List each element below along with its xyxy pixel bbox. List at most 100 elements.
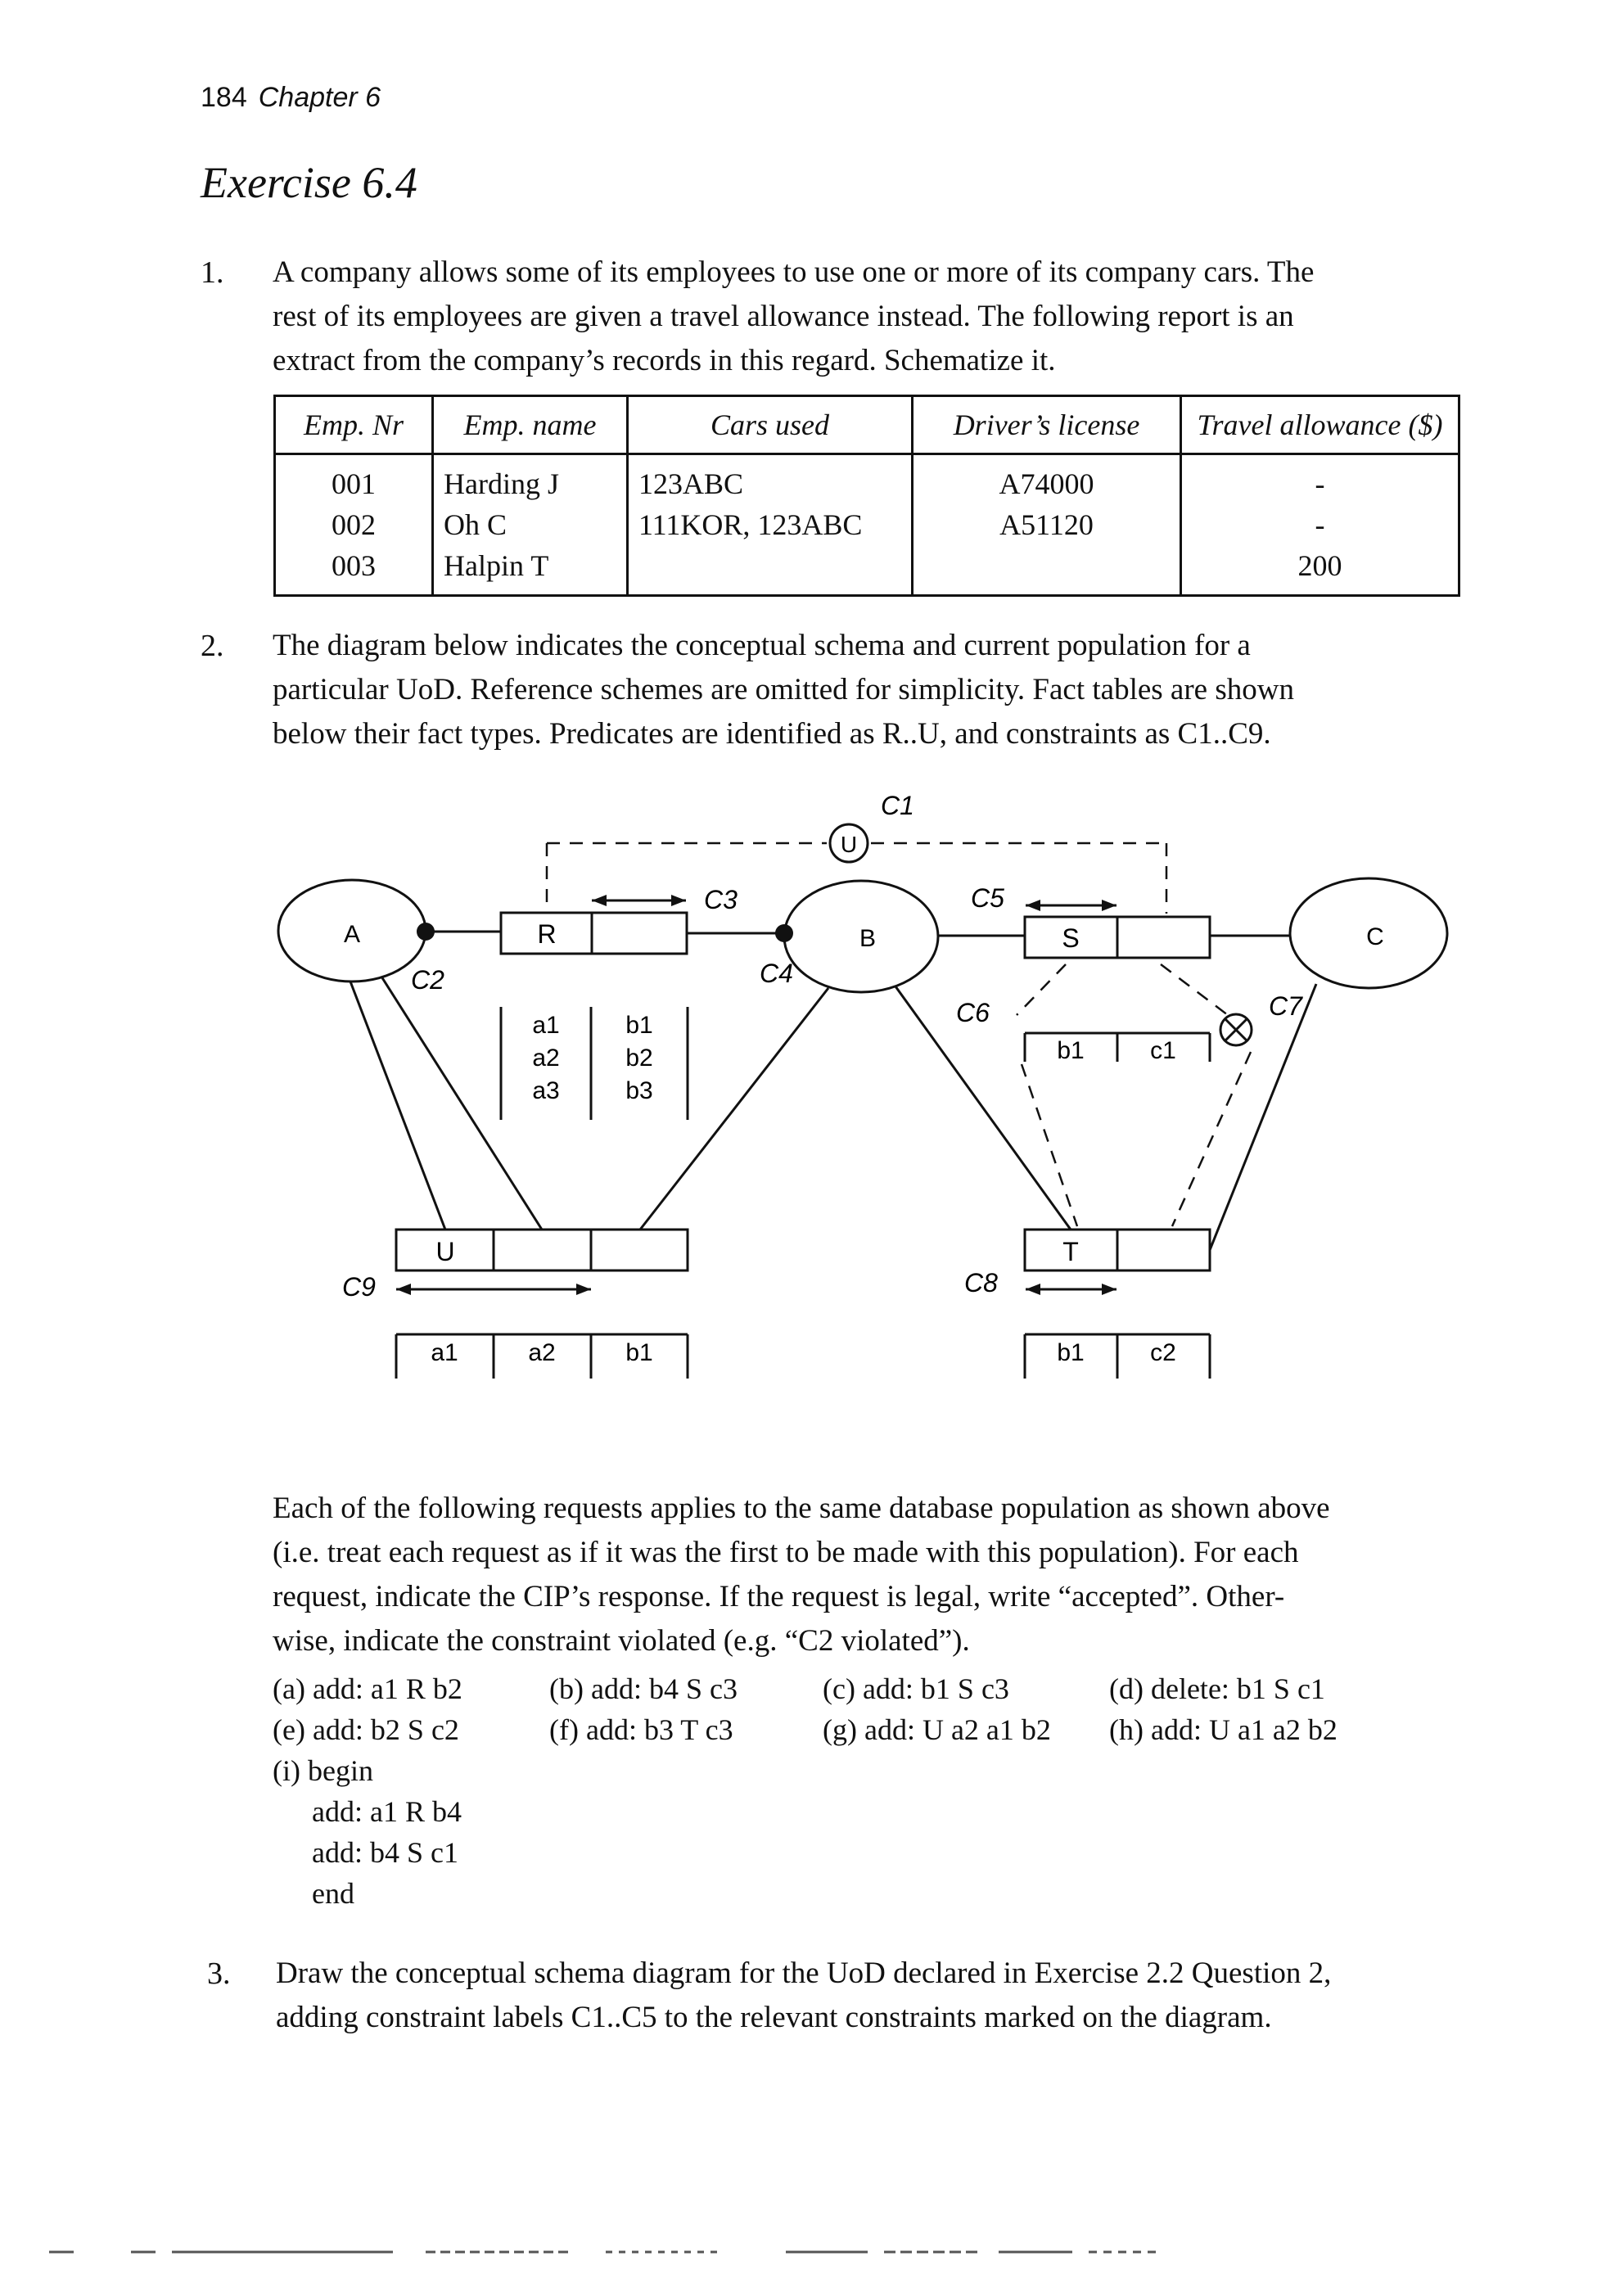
subset-symbol: U <box>841 832 857 857</box>
cell: A74000 <box>999 467 1094 500</box>
cell: 003 <box>332 549 376 582</box>
cell: 111KOR, 123ABC <box>638 508 863 541</box>
request-a: (a) add: a1 R b2 <box>273 1672 462 1705</box>
constraint-label-c4: C4 <box>760 959 793 988</box>
request-row: (e) add: b2 S c2 (f) add: b3 T c3 (g) ad… <box>273 1709 1459 1750</box>
header-emp-name: Emp. name <box>431 395 629 455</box>
entity-c-label: C <box>1366 923 1384 950</box>
fact-r-cell: b3 <box>625 1077 652 1104</box>
cell: - <box>1315 508 1325 541</box>
q2-instruction-line: (i.e. treat each request as if it was th… <box>273 1536 1299 1569</box>
predicate-s-label: S <box>1062 923 1079 953</box>
fact-t-cell: b1 <box>1057 1339 1084 1366</box>
cell: 200 <box>1297 549 1342 582</box>
constraint-label-c3: C3 <box>704 885 738 914</box>
cell: A51120 <box>999 508 1094 541</box>
header-drivers-license: Driver’s license <box>911 395 1182 455</box>
predicate-u-label: U <box>435 1237 454 1266</box>
fact-u-cell: b1 <box>625 1339 652 1366</box>
fact-s-cell: c1 <box>1150 1037 1176 1064</box>
cell: 001 <box>332 467 376 500</box>
request-g: (g) add: U a2 a1 b2 <box>823 1713 1051 1746</box>
cell: 123ABC <box>638 467 744 500</box>
request-d: (d) delete: b1 S c1 <box>1109 1672 1325 1705</box>
request-i-begin: (i) begin <box>273 1750 1459 1791</box>
q2-instruction-line: wise, indicate the constraint violated (… <box>273 1624 970 1658</box>
request-row: (a) add: a1 R b2 (b) add: b4 S c3 (c) ad… <box>273 1668 1459 1709</box>
running-head: 184 Chapter 6 <box>201 82 381 114</box>
cell: 002 <box>332 508 376 541</box>
page-number: 184 <box>201 82 247 113</box>
constraint-label-c2: C2 <box>411 965 444 995</box>
fact-r-cell: b2 <box>625 1045 652 1072</box>
predicate-r-box <box>499 911 688 955</box>
chapter-label: Chapter 6 <box>258 82 381 113</box>
col-cars-used: 123ABC 111KOR, 123ABC <box>626 454 914 596</box>
request-i-step: add: a1 R b4 <box>273 1791 1459 1832</box>
constraint-label-c8: C8 <box>964 1268 998 1297</box>
subset-constraint-c1 <box>828 823 869 864</box>
exercise-title: Exercise 6.4 <box>201 158 417 207</box>
q2-text: The diagram below indicates the conceptu… <box>273 624 1456 756</box>
request-e: (e) add: b2 S c2 <box>273 1713 459 1746</box>
mandatory-dot-c4 <box>775 924 793 942</box>
request-i-step: add: b4 S c1 <box>273 1832 1459 1873</box>
fact-r-cell: a1 <box>532 1012 559 1039</box>
constraint-label-c7: C7 <box>1269 991 1303 1021</box>
q1-number: 1. <box>201 255 224 290</box>
mandatory-dot-c2 <box>417 923 435 941</box>
entity-a-label: A <box>344 921 360 948</box>
q3-line: Draw the conceptual schema diagram for t… <box>276 1956 1332 1990</box>
q2-number: 2. <box>201 629 224 663</box>
q3-number: 3. <box>207 1956 231 1991</box>
header-travel-allowance: Travel allowance ($) <box>1180 395 1460 455</box>
q3-text: Draw the conceptual schema diagram for t… <box>276 1952 1459 2040</box>
constraint-label-c6: C6 <box>956 998 990 1027</box>
q2-instruction-line: Each of the following requests applies t… <box>273 1492 1330 1525</box>
constraint-label-c1: C1 <box>881 791 914 820</box>
fact-r-cell: a3 <box>532 1077 559 1104</box>
cell: Harding J <box>444 467 559 500</box>
cell: Halpin T <box>444 549 549 582</box>
request-i-line: end <box>312 1877 354 1910</box>
request-i-line: add: b4 S c1 <box>312 1836 458 1869</box>
q1-line: rest of its employees are given a travel… <box>273 300 1294 333</box>
q2-instructions: Each of the following requests applies t… <box>273 1487 1456 1663</box>
q2-line: The diagram below indicates the conceptu… <box>273 629 1251 662</box>
fact-r-cell: b1 <box>625 1012 652 1039</box>
predicate-t-label: T <box>1062 1237 1079 1266</box>
request-c: (c) add: b1 S c3 <box>823 1672 1009 1705</box>
q1-line: A company allows some of its employees t… <box>273 255 1315 289</box>
fact-u-cell: a1 <box>431 1339 458 1366</box>
col-travel-allowance: - - 200 <box>1180 454 1460 596</box>
cell: Oh C <box>444 508 508 541</box>
q3-line: adding constraint labels C1..C5 to the r… <box>276 2001 1272 2034</box>
entity-b-label: B <box>859 925 876 952</box>
col-drivers-license: A74000 A51120 <box>911 454 1182 596</box>
q2-instruction-line: request, indicate the CIP’s response. If… <box>273 1580 1285 1613</box>
constraint-label-c5: C5 <box>971 883 1004 913</box>
q2-line: particular UoD. Reference schemes are om… <box>273 673 1294 706</box>
header-emp-nr: Emp. Nr <box>273 395 434 455</box>
exclusion-constraint-c7 <box>1219 1013 1253 1047</box>
q1-line: extract from the company’s records in th… <box>273 344 1056 377</box>
request-i-line: (i) begin <box>273 1754 373 1787</box>
constraint-label-c9: C9 <box>342 1272 376 1302</box>
predicate-r-label: R <box>537 919 556 949</box>
fact-r-cell: a2 <box>532 1045 559 1072</box>
request-f: (f) add: b3 T c3 <box>549 1713 733 1746</box>
request-h: (h) add: U a1 a2 b2 <box>1109 1713 1338 1746</box>
fact-s-cell: b1 <box>1057 1037 1084 1064</box>
request-b: (b) add: b4 S c3 <box>549 1672 738 1705</box>
col-emp-nr: 001 002 003 <box>273 454 434 596</box>
request-i-line: add: a1 R b4 <box>312 1795 462 1828</box>
header-cars-used: Cars used <box>626 395 914 455</box>
q2-line: below their fact types. Predicates are i… <box>273 717 1271 751</box>
scan-artifact-line <box>49 2250 1162 2254</box>
fact-t-cell: c2 <box>1150 1339 1176 1366</box>
cell: - <box>1315 467 1325 500</box>
q1-text: A company allows some of its employees t… <box>273 250 1456 383</box>
request-list: (a) add: a1 R b2 (b) add: b4 S c3 (c) ad… <box>273 1668 1459 1914</box>
fact-u-cell: a2 <box>528 1339 555 1366</box>
